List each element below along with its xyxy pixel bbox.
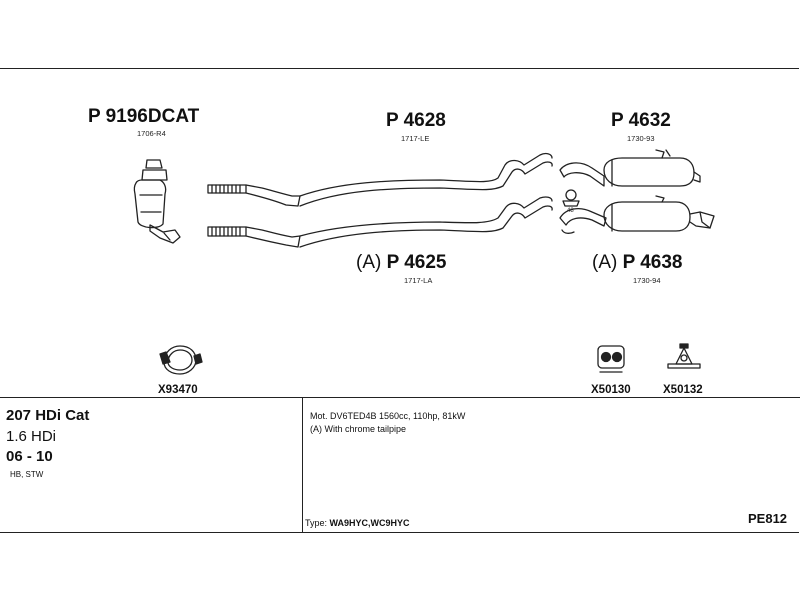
part-number-rear-silencer-lower: (A) P 4638 <box>592 252 683 274</box>
part-code-front-pipe-upper: 1717-LE <box>401 134 430 143</box>
front-pipe-lower-drawing <box>207 196 553 248</box>
accessory-mount-triangle-label: X50132 <box>663 384 703 396</box>
part-number-front-pipe-lower: (A) P 4625 <box>356 252 447 274</box>
front-pipe-upper-drawing <box>207 152 553 207</box>
diagram-frame <box>0 68 799 533</box>
part-code-rear-silencer-upper: 1730-93 <box>627 134 655 143</box>
part-code-rear-silencer-lower: 1730-94 <box>633 276 661 285</box>
accessory-clamp-label: X93470 <box>158 384 198 396</box>
chrome-marker-front: (A) <box>356 252 382 273</box>
type-label: Type: <box>305 518 328 528</box>
rear-silencer-lower-drawing <box>559 195 715 234</box>
type-value: WA9HYC,WC9HYC <box>329 518 410 528</box>
chrome-note: (A) With chrome tailpipe <box>310 424 407 434</box>
type-row: Type: WA9HYC,WC9HYC <box>305 518 410 528</box>
part-number-front-pipe-upper: P 4628 <box>386 110 446 131</box>
mount-square-drawing <box>597 345 625 373</box>
motor-note: Mot. DV6TED4B 1560cc, 110hp, 81kW <box>310 411 466 421</box>
vehicle-model: 207 HDi Cat <box>6 407 90 424</box>
rear-silencer-upper-drawing <box>559 149 701 187</box>
part-number-front-pipe-lower-value: P 4625 <box>386 252 447 273</box>
clamp-drawing <box>159 345 203 375</box>
vehicle-body: HB, STW <box>10 470 44 479</box>
mount-triangle-drawing <box>667 343 701 369</box>
chrome-marker-rear: (A) <box>592 252 618 273</box>
part-code-front-pipe-lower: 1717-LA <box>404 276 433 285</box>
part-number-rear-silencer-lower-value: P 4638 <box>622 252 683 273</box>
part-code-catalyst: 1706-R4 <box>137 129 166 138</box>
info-column-divider <box>302 398 303 533</box>
catalyst-drawing <box>133 159 181 244</box>
diagram-code: PE812 <box>748 511 788 526</box>
vehicle-years: 06 - 10 <box>6 448 53 465</box>
part-number-catalyst: P 9196DCAT <box>88 106 200 127</box>
vehicle-engine: 1.6 HDi <box>6 428 57 445</box>
gasket-drawing <box>562 189 580 207</box>
info-divider <box>0 397 800 398</box>
part-number-rear-silencer-upper: P 4632 <box>611 110 671 131</box>
gasket-label: 48 <box>567 208 574 214</box>
accessory-mount-square-label: X50130 <box>591 384 631 396</box>
